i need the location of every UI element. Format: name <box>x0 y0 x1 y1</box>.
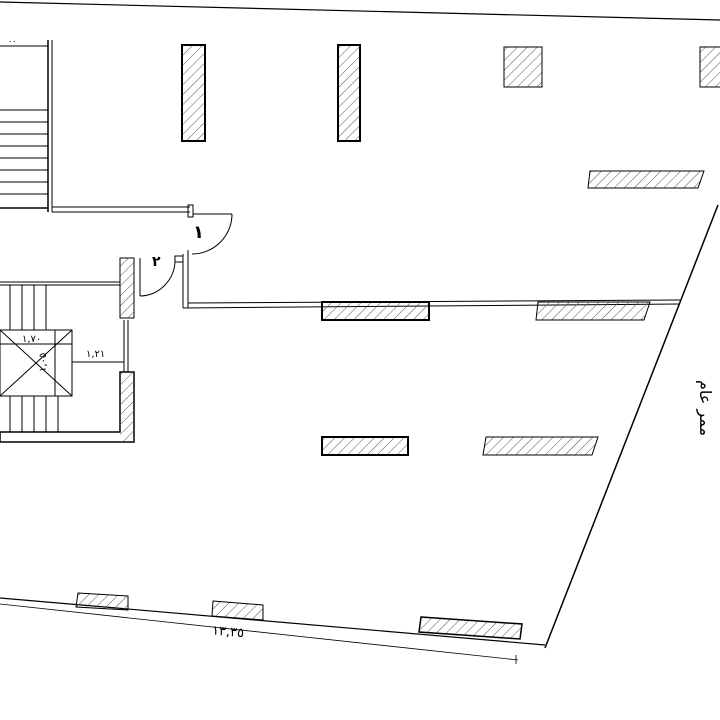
columns-light <box>75 46 720 640</box>
column <box>535 301 651 321</box>
stair-lower <box>0 281 135 443</box>
dim-bottom-length: ١٣,٣٥ <box>211 623 244 641</box>
column <box>75 592 129 611</box>
column <box>587 170 705 189</box>
column <box>181 44 206 142</box>
column <box>699 46 720 88</box>
stair-upper <box>0 40 194 218</box>
dim-stair-width: ١,٧٠ <box>22 334 41 345</box>
door-1 <box>182 213 233 308</box>
door-1-label: ١ <box>193 222 204 243</box>
column <box>418 616 523 640</box>
wall-hatch <box>120 372 134 442</box>
dim-stair-depth: ١,٠٥ <box>38 353 49 372</box>
column <box>321 436 409 456</box>
dim-top-left: ٠٠ <box>8 37 17 46</box>
columns <box>181 44 430 456</box>
column <box>211 600 264 621</box>
column <box>119 257 135 319</box>
side-street-label: ممر عام <box>695 380 715 436</box>
door-2-label: ٢ <box>152 254 161 270</box>
column <box>321 301 430 321</box>
column <box>337 44 361 142</box>
dim-corridor-width: ١,٢١ <box>86 349 105 360</box>
door-2 <box>139 255 184 297</box>
column <box>503 46 543 88</box>
column <box>482 436 599 456</box>
